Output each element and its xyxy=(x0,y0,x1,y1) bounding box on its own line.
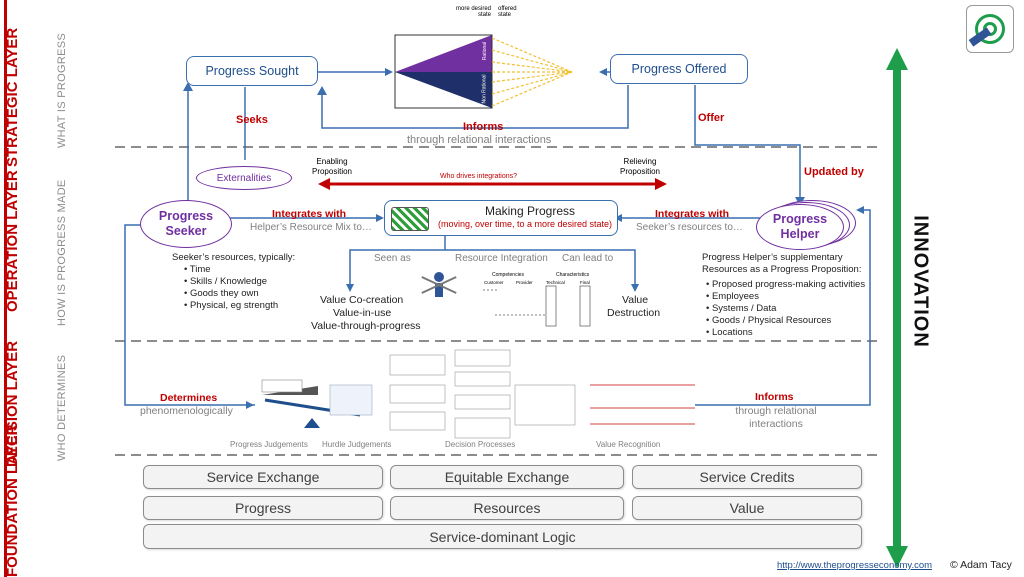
service-exchange-box[interactable]: Service Exchange xyxy=(143,465,383,489)
value-recognition-caption: Value Recognition xyxy=(596,440,661,449)
customer-label: Customer xyxy=(484,280,504,285)
integrates-with-right: Integrates with xyxy=(655,208,730,220)
seeker-resources-items: Time Skills / Knowledge Goods they own P… xyxy=(172,264,295,312)
provider-label: Provider xyxy=(516,280,533,285)
can-lead-to-label: Can lead to xyxy=(562,253,614,264)
left-rule xyxy=(4,0,7,577)
resource-integration-label: Resource Integration xyxy=(455,253,548,264)
through-relational-top: through relational interactions xyxy=(407,134,552,146)
updated-by-label: Updated by xyxy=(804,166,864,178)
service-dominant-logic-box[interactable]: Service-dominant Logic xyxy=(143,524,862,549)
making-progress-sub: (moving, over time, to a more desired st… xyxy=(437,219,613,229)
progress-judgements-caption: Progress Judgements xyxy=(230,440,308,449)
target-logo-icon xyxy=(966,5,1014,53)
who-drives-label: Who drives integrations? xyxy=(440,173,518,180)
progress-box[interactable]: Progress xyxy=(143,496,383,520)
value-cocreation: Value Co-creation xyxy=(320,294,404,306)
technical-label: Technical xyxy=(546,280,565,285)
value-in-use: Value-in-use xyxy=(333,307,392,319)
informs-label-bottom: Informs xyxy=(755,391,794,403)
innovation-arrow xyxy=(886,48,908,568)
list-item: Physical, eg strength xyxy=(184,300,295,312)
person-icon xyxy=(421,272,457,312)
list-item: Systems / Data xyxy=(706,303,872,315)
progress-sought-box[interactable]: Progress Sought xyxy=(186,56,318,86)
final-label: Final xyxy=(580,280,590,285)
competencies-label: Competencies xyxy=(492,272,524,278)
externalities-ellipse: Externalities xyxy=(196,166,292,190)
service-credits-box[interactable]: Service Credits xyxy=(632,465,862,489)
value-through-progress: Value-through-progress xyxy=(311,320,421,332)
through-relational-bottom: through relational interactions xyxy=(735,405,817,430)
offer-label: Offer xyxy=(698,112,725,124)
hurdle-judgements-caption: Hurdle Judgements xyxy=(322,440,392,449)
list-item: Employees xyxy=(706,291,872,303)
making-progress-box[interactable]: Making Progress (moving, over time, to a… xyxy=(384,200,618,236)
non-rational-label: Non Rational xyxy=(481,74,488,104)
destruction-label: Destruction xyxy=(607,307,661,319)
footer-copyright: © Adam Tacy xyxy=(950,559,1012,571)
seeks-label: Seeks xyxy=(236,114,268,126)
integrates-with-left: Integrates with xyxy=(272,208,347,220)
helper-resources-list: Progress Helper’s supplementary Resource… xyxy=(702,252,872,339)
helper-resource-mix: Helper’s Resource Mix to… xyxy=(250,222,372,233)
hatch-icon xyxy=(391,207,429,231)
seeker-resources-to: Seeker’s resources to… xyxy=(636,222,743,233)
list-item: Skills / Knowledge xyxy=(184,276,295,288)
more-desired-state-label: more desired state xyxy=(455,6,491,18)
innovation-label: INNOVATION xyxy=(909,215,932,348)
making-progress-title: Making Progress xyxy=(484,204,576,218)
determines-label: Determines xyxy=(160,392,218,404)
progress-offered-box[interactable]: Progress Offered xyxy=(610,54,748,84)
decision-sketches xyxy=(261,349,695,439)
list-item: Time xyxy=(184,264,295,276)
progress-seeker-ellipse[interactable]: Progress Seeker xyxy=(140,200,232,248)
resources-box[interactable]: Resources xyxy=(390,496,624,520)
footer-url[interactable]: http://www.theprogresseconomy.com xyxy=(777,560,933,571)
list-item: Goods / Physical Resources xyxy=(706,315,872,327)
informs-label-top: Informs xyxy=(463,121,504,133)
phenomenologically-label: phenomenologically xyxy=(140,405,233,417)
list-item: Goods they own xyxy=(184,288,295,300)
offered-state-label: offered state xyxy=(498,6,517,18)
seeker-resources-list: Seeker’s resources, typically: Time Skil… xyxy=(172,252,295,312)
progress-helper-ellipse[interactable]: Progress Helper xyxy=(756,204,844,250)
enabling-proposition: Enabling Proposition xyxy=(311,157,353,176)
helper-resources-title: Progress Helper’s supplementary Resource… xyxy=(702,252,862,275)
rational-label: Rational xyxy=(482,41,489,61)
relieving-proposition: Relieving Proposition xyxy=(619,157,661,176)
list-item: Locations xyxy=(706,327,872,339)
decision-processes-caption: Decision Processes xyxy=(445,440,516,449)
list-item: Proposed progress-making activities xyxy=(706,279,872,291)
equitable-exchange-box[interactable]: Equitable Exchange xyxy=(390,465,624,489)
seen-as-label: Seen as xyxy=(374,253,411,264)
characteristics-label: Characteristics xyxy=(556,272,590,278)
helper-resources-items: Proposed progress-making activities Empl… xyxy=(702,279,872,339)
seeker-resources-title: Seeker’s resources, typically: xyxy=(172,252,296,263)
value-label: Value xyxy=(622,294,649,306)
value-box[interactable]: Value xyxy=(632,496,862,520)
